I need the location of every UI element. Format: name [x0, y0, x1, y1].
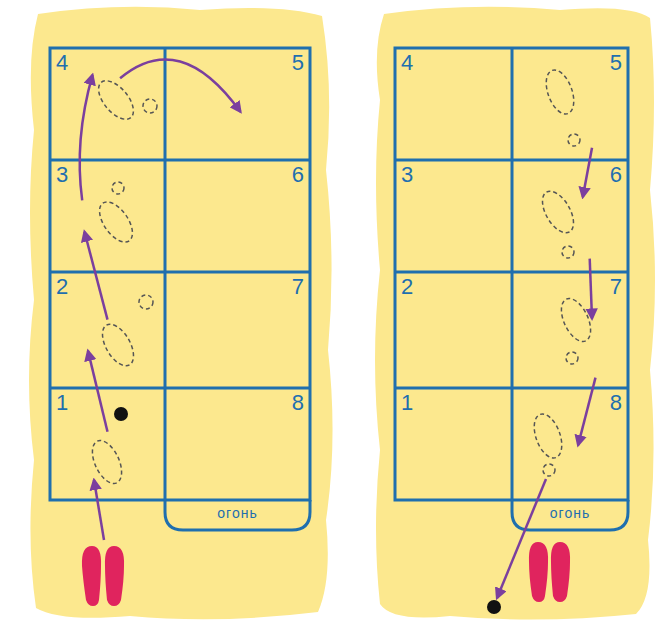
hopscotch-grid [50, 48, 310, 530]
cell-number: 5 [610, 52, 622, 74]
hopscotch-cell: 2 [50, 272, 165, 388]
jump-arrow [88, 351, 108, 432]
cell-number: 4 [401, 52, 413, 74]
zone-label: огонь [550, 506, 590, 520]
jump-arrow [80, 75, 93, 200]
hopscotch-cell: 4 [50, 48, 165, 160]
cell-number: 3 [401, 164, 413, 186]
cell-number: 8 [610, 392, 622, 414]
hopscotch-cell: 6 [165, 160, 310, 272]
hopscotch-cell: 5 [165, 48, 310, 160]
stone [114, 407, 128, 421]
hopscotch-cell: 8 [512, 388, 628, 500]
cell-number: 2 [401, 276, 413, 298]
hopscotch-cell: 8 [165, 388, 310, 500]
cell-number: 1 [56, 392, 68, 414]
jump-arrow [583, 148, 592, 197]
cell-number: 6 [610, 164, 622, 186]
hopscotch-cell: 3 [395, 160, 512, 272]
hopscotch-cell: 1 [50, 388, 165, 500]
cell-number: 3 [56, 164, 68, 186]
cell-number: 7 [610, 276, 622, 298]
cell-number: 7 [292, 276, 304, 298]
hopscotch-cell: 4 [395, 48, 512, 160]
hopscotch-cell: 1 [395, 388, 512, 500]
hopscotch-cell: 6 [512, 160, 628, 272]
cell-number: 6 [292, 164, 304, 186]
fire-zone: огонь [512, 500, 628, 530]
jump-arrow [120, 59, 240, 111]
ground-blob [375, 7, 655, 620]
zone-label: огонь [217, 506, 257, 520]
hopscotch-cell: 7 [512, 272, 628, 388]
jump-arrow [590, 259, 592, 319]
jump-arrow [578, 378, 595, 446]
footprint [86, 66, 596, 488]
move-arrow [94, 479, 546, 598]
cell-number: 2 [56, 276, 68, 298]
jump-arrow [85, 232, 108, 320]
hopscotch-cell: 7 [165, 272, 310, 388]
cell-number: 8 [292, 392, 304, 414]
hopscotch-cell: 5 [512, 48, 628, 160]
stone [487, 600, 501, 614]
cell-number: 4 [56, 52, 68, 74]
hopscotch-grid [395, 48, 628, 530]
fire-zone: огонь [165, 500, 310, 530]
cell-number: 1 [401, 392, 413, 414]
cell-number: 5 [292, 52, 304, 74]
ground-blob [29, 7, 333, 619]
hopscotch-cell: 2 [395, 272, 512, 388]
hopscotch-cell: 3 [50, 160, 165, 272]
